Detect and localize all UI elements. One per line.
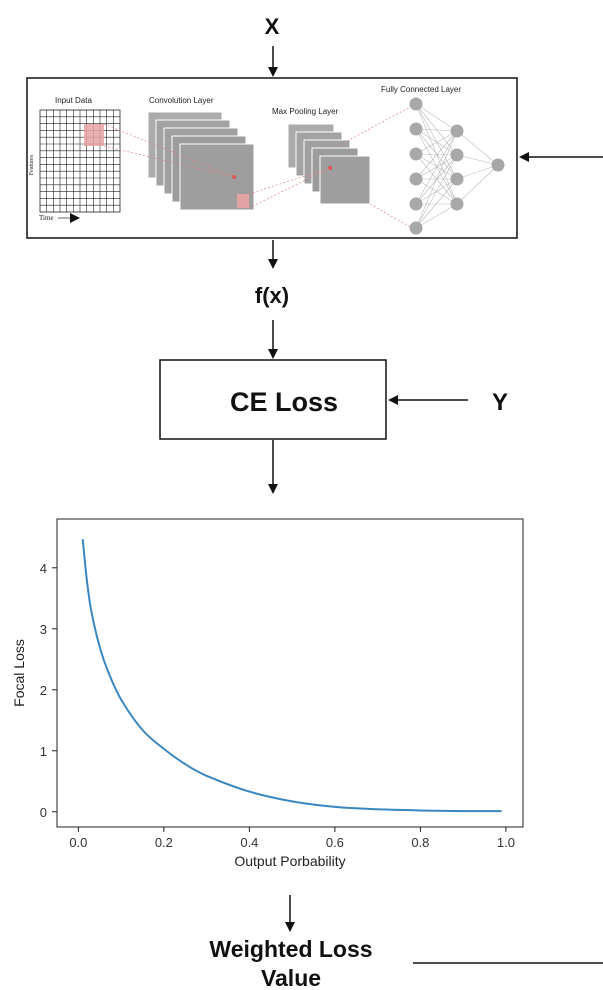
y-tick-label: 1 [40, 744, 47, 759]
fc-neurons [409, 97, 505, 235]
y-tick-label: 2 [40, 683, 47, 698]
fc-neuron [409, 97, 423, 111]
fc-neuron [409, 147, 423, 161]
y-axis-label: Focal Loss [11, 639, 27, 707]
x-tick-label: 0.0 [69, 835, 87, 850]
fc-neuron [491, 158, 505, 172]
y-tick-label: 3 [40, 622, 47, 637]
input-data-grid [39, 109, 121, 213]
output-label-line2: Value [261, 965, 321, 990]
input-receptive-field [84, 124, 104, 146]
output-label-line1: Weighted Loss [209, 936, 372, 962]
focal-loss-chart: 0.0 0.2 0.4 0.6 0.8 1.0 0 1 2 3 4 Output Porbabil… [11, 518, 524, 869]
fc-neuron [450, 197, 464, 211]
fc-neuron [450, 172, 464, 186]
y-tick-label: 0 [40, 805, 47, 820]
target-y-label: Y [492, 389, 508, 416]
fc-neuron [409, 122, 423, 136]
fc-neuron [450, 148, 464, 162]
conv-layer-label: Convolution Layer [149, 96, 214, 105]
mapping-lines [103, 105, 413, 229]
ce-loss-label: CE Loss [230, 387, 338, 417]
ce-loss-box [159, 359, 387, 440]
focal-loss-curve [81, 538, 502, 813]
time-axis-label: Time [39, 214, 54, 222]
x-tick-label: 1.0 [497, 835, 515, 850]
x-tick-label: 0.2 [155, 835, 173, 850]
fc-neuron [409, 172, 423, 186]
x-tick-label: 0.4 [240, 835, 258, 850]
x-axis-label: Output Porbability [234, 853, 345, 869]
maxpool-layer-label: Max Pooling Layer [272, 107, 339, 116]
x-tick-label: 0.8 [411, 835, 429, 850]
y-tick-label: 4 [40, 561, 47, 576]
cnn-architecture: Input Data Convolution Layer Max Pooling… [26, 77, 518, 239]
chart-plot-area [56, 518, 524, 828]
x-tick-label: 0.6 [326, 835, 344, 850]
input-data-label: Input Data [55, 96, 92, 105]
fc-connections [415, 103, 499, 229]
fc-neuron [450, 124, 464, 138]
conv-feature-maps [147, 111, 255, 211]
conv-pool-region [237, 194, 249, 208]
fc-neuron [409, 197, 423, 211]
features-axis-label: Features [29, 154, 35, 175]
input-x-label: X [265, 14, 280, 39]
fc-layer-label: Fully Connected Layer [381, 85, 461, 94]
maxpool-feature-maps [287, 123, 371, 205]
fx-label: f(x) [255, 283, 289, 308]
fc-neuron [409, 221, 423, 235]
